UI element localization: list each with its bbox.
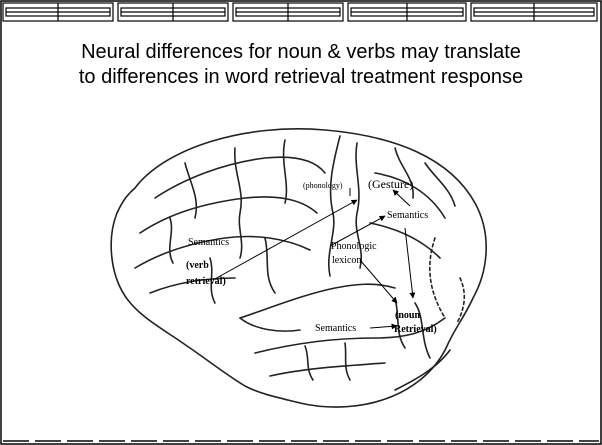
label-verb-line-1: (verb bbox=[186, 260, 209, 271]
arrow-semantics-to-noun bbox=[405, 228, 413, 298]
top-box-1 bbox=[3, 3, 113, 21]
top-box-4 bbox=[348, 3, 466, 21]
sylvian-fissure bbox=[240, 284, 395, 318]
label-gesture: (Gesture) bbox=[368, 177, 413, 191]
label-noun-line-1: (noun bbox=[395, 310, 420, 321]
title-line-2: to differences in word retrieval treatme… bbox=[0, 65, 602, 90]
brain-illustration bbox=[111, 129, 486, 407]
top-decoration bbox=[3, 3, 597, 21]
label-noun-line-2: Retrieval) bbox=[394, 324, 437, 335]
top-box-3 bbox=[233, 3, 343, 21]
arrow-phonologic-to-noun bbox=[360, 260, 397, 303]
label-semantics-left: Semantics bbox=[188, 237, 229, 248]
label-phonology: (phonology) bbox=[303, 181, 343, 190]
top-box-5 bbox=[471, 3, 597, 21]
label-semantics-right: Semantics bbox=[387, 210, 428, 221]
label-phonologic-line-1: Phonologic bbox=[331, 241, 377, 252]
arrow-semantics-to-noun-bottom bbox=[370, 326, 397, 328]
slide-title: Neural differences for noun & verbs may … bbox=[0, 40, 602, 90]
label-phonologic-line-2: lexicon bbox=[332, 255, 361, 266]
arrow-verb-to-phonology bbox=[213, 200, 357, 280]
label-verb-line-2: retrieval) bbox=[186, 276, 226, 287]
title-line-1: Neural differences for noun & verbs may … bbox=[0, 40, 602, 65]
arrow-semantics-to-gesture bbox=[393, 190, 410, 206]
brain-diagram: (phonology) (Gesture) Semantics Semantic… bbox=[95, 118, 500, 413]
top-box-2 bbox=[118, 3, 228, 21]
label-semantics-bottom: Semantics bbox=[315, 323, 356, 334]
